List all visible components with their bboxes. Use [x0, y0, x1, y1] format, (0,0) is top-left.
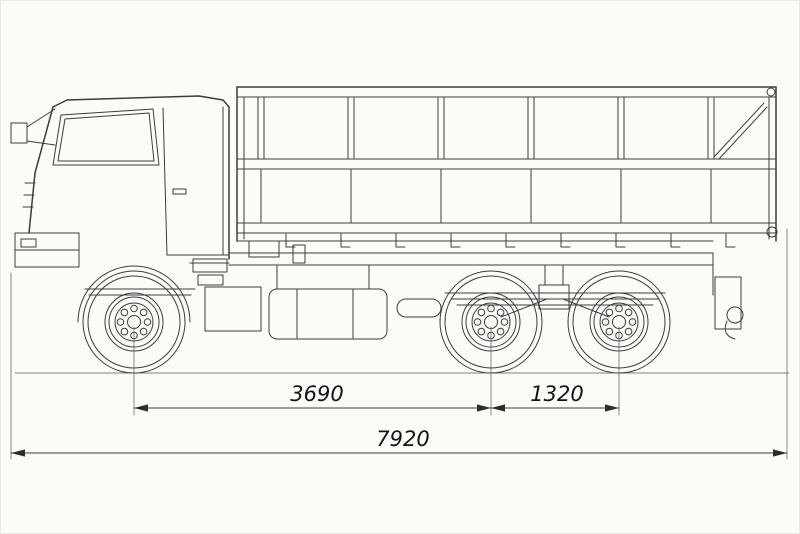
tow-hitch — [726, 306, 744, 324]
cab-door-seam — [162, 107, 230, 256]
truck-cab — [10, 95, 230, 323]
side-mirror — [10, 122, 28, 144]
dim-arrow — [477, 404, 491, 412]
cab-step-upper — [192, 258, 228, 273]
door-handle — [172, 188, 187, 195]
tailgate-bottom-hinge — [766, 226, 778, 238]
stake-posts — [257, 96, 715, 160]
rear-diagonal-brace — [713, 102, 768, 160]
cab-windshield-front — [28, 106, 54, 234]
tailgate-top-hinge — [766, 87, 776, 97]
dim-arrow — [773, 449, 787, 457]
cab-side-window-inner — [57, 112, 155, 162]
front-wheel-arch — [77, 265, 191, 323]
chassis-frame — [84, 252, 714, 340]
dim-label-tandem: 1320 — [530, 382, 583, 406]
air-tank — [396, 298, 442, 318]
side-panel-stiffeners — [260, 168, 712, 224]
fuel-tank — [268, 288, 388, 340]
rear-mudflap-and-hitch — [714, 276, 744, 340]
mirror-arms — [26, 108, 56, 146]
mudflap — [714, 276, 742, 330]
rear-leaf-springs — [444, 292, 666, 306]
dim-label-wheelbase: 3690 — [290, 382, 343, 406]
dimension-annotations: 3690 1320 7920 — [10, 228, 788, 460]
dim-arrow — [11, 449, 25, 457]
torque-rods — [500, 298, 610, 318]
front-leaf-spring — [84, 288, 196, 296]
headlamp — [20, 238, 37, 248]
battery-box — [204, 286, 262, 332]
cab-side-window — [52, 108, 160, 166]
cab-step-lower — [197, 274, 224, 286]
trunnion-bracket — [538, 284, 570, 310]
underbody-hooks — [285, 232, 736, 248]
dim-arrow — [134, 404, 148, 412]
grille-louvers — [22, 182, 36, 208]
dim-arrow — [491, 404, 505, 412]
cab-roof-outline — [52, 95, 230, 260]
hydraulic-mount — [292, 244, 306, 264]
cargo-body — [236, 86, 778, 264]
dim-label-overall: 7920 — [376, 427, 429, 451]
dim-arrow — [605, 404, 619, 412]
tipper-front-bracket — [248, 240, 280, 258]
